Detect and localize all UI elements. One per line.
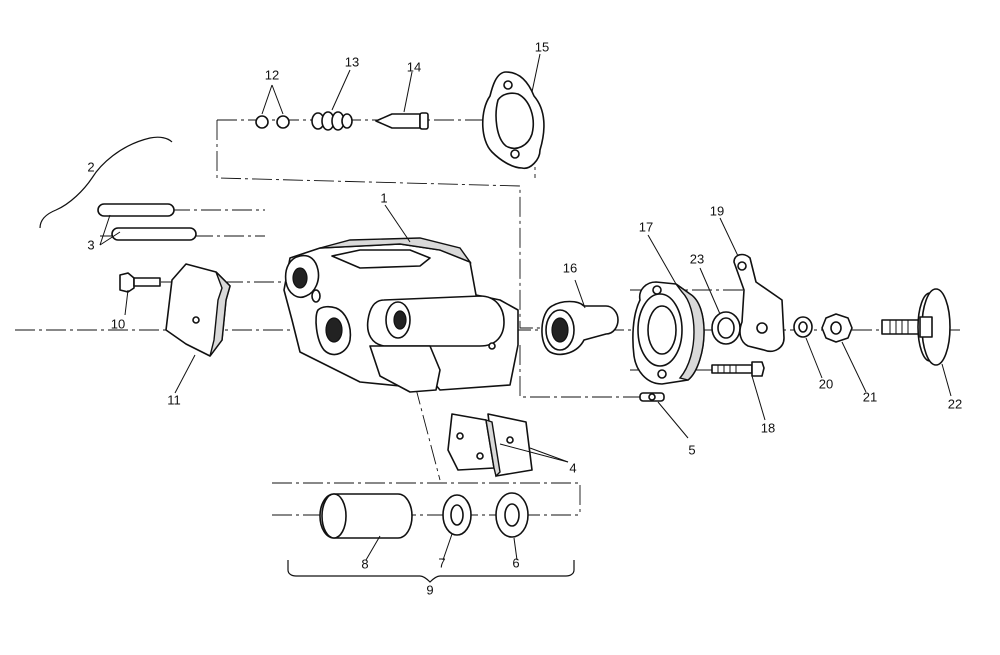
piston xyxy=(541,300,619,356)
callout-5: 5 xyxy=(688,442,696,458)
brake-pads xyxy=(447,413,533,478)
callout-1: 1 xyxy=(380,190,388,206)
caliper-body xyxy=(283,237,519,393)
callout-17: 17 xyxy=(638,219,654,235)
bolt-10 xyxy=(119,272,161,293)
gasket xyxy=(481,71,545,170)
callout-23: 23 xyxy=(689,251,705,267)
callout-7: 7 xyxy=(438,555,446,571)
bleeder-screw xyxy=(639,392,665,402)
callout-12: 12 xyxy=(264,67,280,83)
callout-19: 19 xyxy=(709,203,725,219)
callout-16: 16 xyxy=(562,260,578,276)
piston-pin xyxy=(375,112,429,130)
callout-20: 20 xyxy=(818,376,834,392)
seal-7 xyxy=(442,494,472,536)
callout-6: 6 xyxy=(512,555,520,571)
boot-6 xyxy=(495,492,529,538)
spring xyxy=(311,111,353,131)
bracket-group-9 xyxy=(287,560,575,583)
pin-pair xyxy=(97,203,197,241)
washer-20 xyxy=(793,316,813,338)
callout-15: 15 xyxy=(534,39,550,55)
callout-13: 13 xyxy=(344,54,360,70)
piston-cylinder xyxy=(319,493,413,539)
leader-lines xyxy=(99,53,952,561)
callout-10: 10 xyxy=(110,316,126,332)
callout-9: 9 xyxy=(426,582,434,598)
bracket-group-2 xyxy=(39,136,173,229)
adjuster-knob xyxy=(881,288,951,366)
screw-18 xyxy=(711,361,765,377)
lever-bracket xyxy=(733,253,785,353)
callout-8: 8 xyxy=(361,556,369,572)
callout-2: 2 xyxy=(87,159,95,175)
callout-11: 11 xyxy=(167,392,181,408)
o-ring-pair xyxy=(255,115,290,129)
callout-3: 3 xyxy=(87,237,95,253)
callout-4: 4 xyxy=(569,460,577,476)
callout-22: 22 xyxy=(947,396,963,412)
callout-14: 14 xyxy=(406,59,422,75)
housing xyxy=(632,281,705,385)
callout-21: 21 xyxy=(862,389,878,405)
mounting-plate xyxy=(165,263,231,357)
callout-18: 18 xyxy=(760,420,776,436)
nut-21 xyxy=(821,313,853,343)
bushing xyxy=(711,311,741,345)
